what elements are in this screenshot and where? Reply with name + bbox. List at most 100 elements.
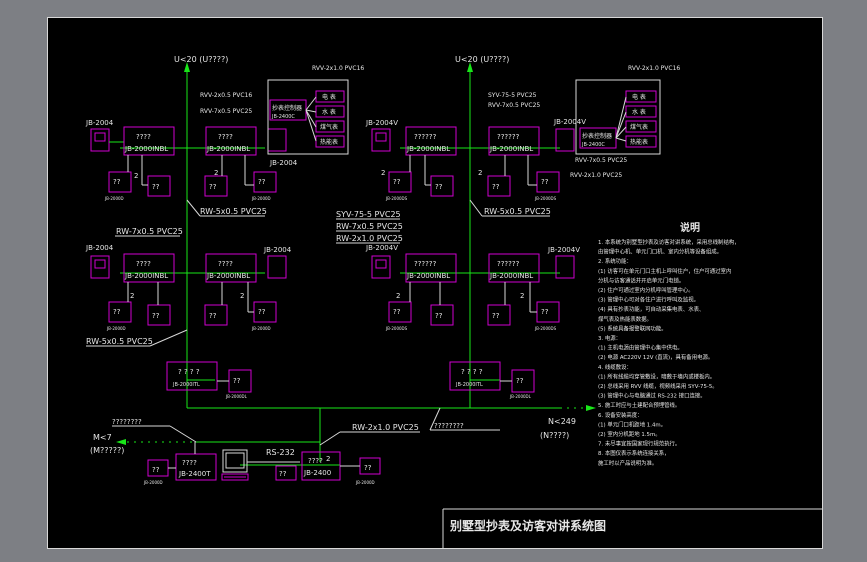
svg-text:??: ?? [113, 178, 121, 186]
bottom-indoor-unit [275, 465, 297, 481]
svg-text:N<249: N<249 [548, 417, 576, 426]
svg-text:??: ?? [435, 312, 443, 320]
row1-right-group: JB-2004V ?????? JB-2000INBL ?????? JB-20… [365, 118, 586, 201]
svg-text:(N????): (N????) [540, 431, 569, 440]
svg-text:JB-2004: JB-2004 [269, 159, 298, 167]
svg-text:JB-2000D: JB-2000D [106, 326, 126, 331]
q-label-left: ???????? [112, 418, 142, 426]
notes-line: (1) 主机电源由管理中心集中供电。 [598, 344, 683, 352]
notes-block: 说明 1. 本系统为别墅型抄表及访客对讲系统，采用总线制结构， 由管理中心机、单… [598, 221, 740, 467]
indoor-unit [204, 304, 228, 326]
title-block: 别墅型抄表及访客对讲系统图 [442, 508, 823, 549]
svg-text:????: ???? [308, 457, 323, 465]
svg-text:JB-2000DS: JB-2000DS [385, 326, 408, 331]
svg-text:JB-2000D: JB-2000D [104, 196, 124, 201]
svg-text:JB-2004V: JB-2004V [547, 246, 580, 254]
notes-line: (3) 管理中心与电脑通过 RS-232 接口连接。 [598, 392, 706, 400]
notes-line: 8. 本图仅表示系统连接关系， [598, 449, 670, 457]
notes-line: (2) 总线采用 RVV 线缆，视频线采用 SYV-75-5。 [598, 382, 718, 390]
svg-text:????: ???? [182, 459, 197, 467]
syv-group-labels: SYV-75-5 PVC25 RW-7x0.5 PVC25 RW-2x1.0 P… [336, 210, 403, 244]
svg-text:JB-2000DL: JB-2000DL [225, 394, 248, 399]
svg-text:??????: ?????? [414, 133, 437, 141]
svg-text:????: ???? [136, 260, 151, 268]
group-label-3: RW-2x1.0 PVC25 [336, 234, 403, 243]
svg-text:??: ?? [492, 183, 500, 191]
svg-text:2: 2 [520, 292, 524, 300]
svg-text:JB-2000INBL: JB-2000INBL [489, 145, 533, 153]
svg-text:抄表控制器: 抄表控制器 [272, 104, 302, 112]
rw-2x10-label: RW-2x1.0 PVC25 [352, 423, 419, 432]
svg-text:??: ?? [279, 470, 287, 478]
svg-text:????: ???? [218, 260, 233, 268]
unit-jb2000inbl-6 [205, 253, 257, 283]
door-station-screen [375, 259, 387, 269]
meter-electric [315, 90, 345, 103]
svg-text:??: ?? [492, 312, 500, 320]
label-jb2004: JB-2004 [85, 119, 114, 127]
svg-text:??: ?? [258, 178, 266, 186]
svg-text:RS-232: RS-232 [266, 448, 295, 457]
svg-text:2: 2 [381, 169, 385, 177]
indoor-unit [430, 175, 454, 197]
row3-gate-right: ? ? ? ? JB-2000ITL ?? JB-2000DL [449, 361, 535, 399]
rvv-7x05-left: RVV-7x0.5 PVC25 [200, 108, 252, 115]
svg-text:JB-2000INBL: JB-2000INBL [124, 145, 168, 153]
svg-text:??: ?? [393, 178, 401, 186]
rw-5x05-bottom-label: RW-5x0.5 PVC25 [86, 337, 153, 346]
svg-text:??????: ?????? [497, 260, 520, 268]
svg-text:2: 2 [134, 172, 138, 180]
u20-left-label: U<20 (U????) [174, 55, 228, 64]
indoor-unit [487, 175, 511, 197]
meter-block-left: 抄表控制器 JB-2400C 电 表 水 表 煤气表 热能表 [267, 79, 349, 155]
svg-text:2: 2 [478, 169, 482, 177]
notes-line: 由管理中心机、单元门口机、室内分机等设备组成。 [598, 248, 722, 256]
svg-text:? ? ? ?: ? ? ? ? [178, 368, 200, 376]
notes-line: 1. 本系统为别墅型抄表及访客对讲系统，采用总线制结构， [598, 238, 740, 246]
door-station-icon [371, 128, 391, 152]
notes-line: (2) 住户可通过室内分机呼叫管理中心。 [598, 286, 694, 294]
unit-jb2000inbl-3 [405, 126, 457, 156]
svg-text:JB-2000INBL: JB-2000INBL [206, 272, 250, 280]
unit-jb2000itl-right [449, 361, 501, 391]
rw-7x05-label: RW-7x0.5 PVC25 [116, 227, 183, 236]
svg-text:热能表: 热能表 [320, 138, 338, 146]
svg-text:JB-2400: JB-2400 [303, 469, 331, 477]
notes-line: (2) 室内分机距地 1.5m。 [598, 430, 661, 438]
svg-text:??: ?? [364, 464, 372, 472]
notes-line: 3. 电源： [598, 334, 621, 342]
rvv-right-1: RVV-7x0.5 PVC25 [488, 102, 540, 109]
group-label-1: SYV-75-5 PVC25 [336, 210, 401, 219]
notes-line: (1) 单元门口机距地 1.4m。 [598, 420, 666, 428]
svg-text:??????: ?????? [497, 133, 520, 141]
notes-line: (3) 管理中心可对各住户进行呼叫及监视。 [598, 296, 699, 304]
rvv-top-left: RVV-2x1.0 PVC16 [312, 65, 364, 72]
rvv-top-right: RVV-2x1.0 PVC16 [628, 65, 680, 72]
door-station-icon [267, 255, 287, 279]
row2-right-group: JB-2004V ?????? JB-2000INBL ?????? JB-20… [365, 244, 580, 331]
unit-jb2000itl-left [166, 361, 218, 391]
svg-text:??: ?? [541, 308, 549, 316]
notes-line: 煤气表及热能表数据。 [598, 315, 652, 323]
svg-text:JB-2004: JB-2004 [85, 244, 114, 252]
svg-text:??: ?? [152, 466, 160, 474]
unit-jb2000inbl-5 [123, 253, 175, 283]
svg-text:煤气表: 煤气表 [630, 123, 648, 131]
svg-text:煤气表: 煤气表 [320, 123, 338, 131]
svg-text:??: ?? [113, 308, 121, 316]
svg-text:JB-2000INBL: JB-2000INBL [124, 272, 168, 280]
svg-text:(M?????): (M?????) [90, 446, 124, 455]
svg-text:??: ?? [152, 183, 160, 191]
svg-text:??: ?? [393, 308, 401, 316]
notes-line: 分机与访客通话并开启单元门电锁。 [598, 276, 684, 284]
svg-text:JB-2000DL: JB-2000DL [509, 394, 532, 399]
svg-text:电 表: 电 表 [322, 93, 336, 101]
management-center: ?? JB-2000D ???? JB-2400T RS-232 ???? JB… [143, 423, 420, 485]
rvv-right-3: RVV-2x1.0 PVC25 [570, 172, 622, 179]
svg-text:JB-2000ITL: JB-2000ITL [172, 382, 200, 388]
notes-line: (1) 所有线缆均穿管敷设，暗敷于墙内或楼板内。 [598, 372, 715, 380]
meter-water [625, 105, 657, 118]
svg-text:??: ?? [258, 308, 266, 316]
indoor-unit [147, 304, 171, 326]
door-station-icon [371, 255, 391, 279]
